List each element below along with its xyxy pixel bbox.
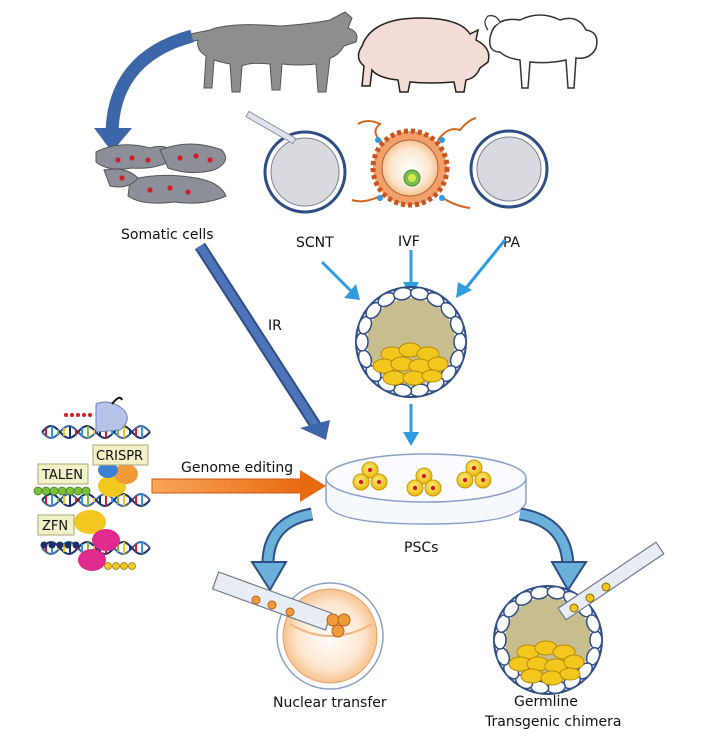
sheep-icon <box>484 14 598 89</box>
nuclear-transfer-label: Nuclear transfer <box>273 695 387 711</box>
somatic-cells-cluster <box>95 143 227 204</box>
genome-editing-label: Genome editing <box>181 460 293 476</box>
zfn-tag: ZFN <box>37 514 75 536</box>
trophectoderm-cell <box>449 315 465 335</box>
to-blastocyst-arrows <box>320 239 507 300</box>
psc-nucleus <box>358 479 364 485</box>
psc-nucleus <box>421 473 427 479</box>
genome-editing-arrow <box>151 470 326 502</box>
chimera-blastocyst <box>493 541 665 695</box>
psc-nucleus <box>412 485 418 491</box>
psc-nucleus <box>462 477 468 483</box>
scnt-oocyte <box>245 110 347 214</box>
psc-nucleus <box>480 477 486 483</box>
ivf-oocyte <box>351 117 477 209</box>
ir-arrow <box>194 242 330 440</box>
trophectoderm-cell <box>493 630 507 650</box>
blastocyst <box>355 286 467 398</box>
cow-icon <box>188 11 358 93</box>
blastocyst-to-pscs-arrow <box>403 404 419 446</box>
dna-strand <box>41 493 151 507</box>
pscs-to-nuclear-transfer-arrow <box>250 507 314 592</box>
trophectoderm-cell <box>585 614 601 634</box>
trophectoderm-cell <box>589 630 603 650</box>
germline-label: Germline <box>514 694 578 710</box>
trophectoderm-cell <box>355 332 369 352</box>
psc-dish <box>325 453 527 525</box>
cow-to-somatic-arrow <box>94 29 194 152</box>
ir-label: IR <box>268 318 282 334</box>
nuclear-transfer-oocyte <box>211 571 384 690</box>
ivf-label: IVF <box>398 234 420 250</box>
transgenic-chimera-label: Transgenic chimera <box>484 714 621 730</box>
psc-nucleus <box>430 485 436 491</box>
pa-oocyte <box>469 129 549 209</box>
trophectoderm-cell <box>453 332 467 352</box>
crispr-tag: CRISPR <box>92 444 149 466</box>
psc-nucleus <box>471 465 477 471</box>
psc-nucleus <box>367 467 373 473</box>
talen-label: TALEN <box>41 468 83 483</box>
talen-tag: TALEN <box>37 463 89 485</box>
pa-label: PA <box>503 235 521 251</box>
genome-editing-tools <box>33 396 151 571</box>
pscs-label: PSCs <box>404 540 438 556</box>
pig-icon <box>357 17 490 93</box>
pscs-to-chimera-arrow <box>518 507 588 592</box>
psc-nucleus <box>376 479 382 485</box>
zfn-label: ZFN <box>42 519 68 534</box>
somatic-cells-label: Somatic cells <box>121 227 214 243</box>
injection-pipette-right <box>557 541 665 621</box>
scnt-label: SCNT <box>296 235 334 251</box>
crispr-label: CRISPR <box>96 449 143 464</box>
